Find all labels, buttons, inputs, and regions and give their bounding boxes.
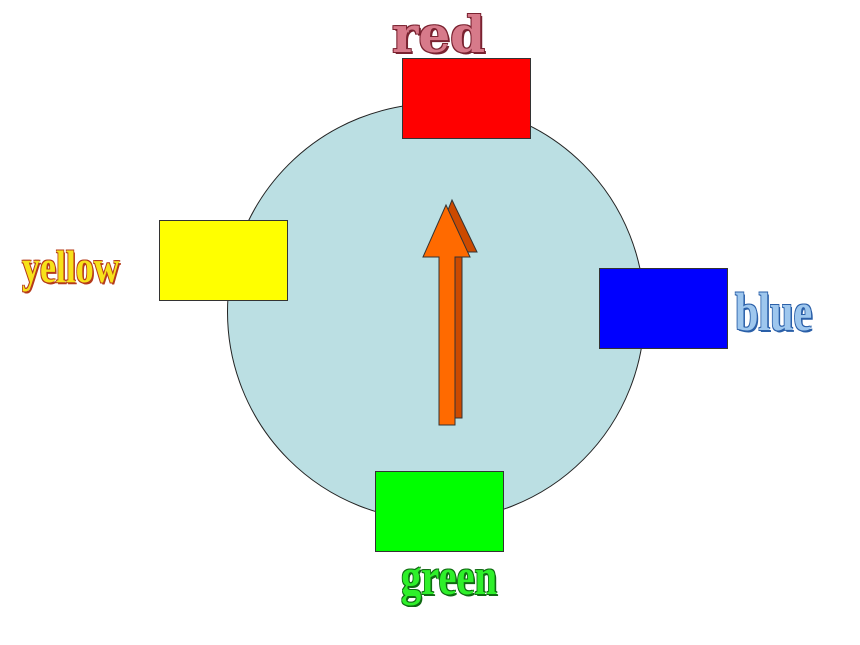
green-box [375,471,504,552]
pointer-arrow-icon [422,198,478,426]
yellow-box [159,220,288,301]
label-green: green [401,549,498,606]
label-yellow: yellow [22,241,120,292]
color-wheel-circle [227,103,645,521]
label-red: red [392,5,486,64]
blue-box [599,268,728,349]
arrow-front [422,203,471,426]
red-box [402,58,531,139]
label-blue: blue [735,282,813,342]
